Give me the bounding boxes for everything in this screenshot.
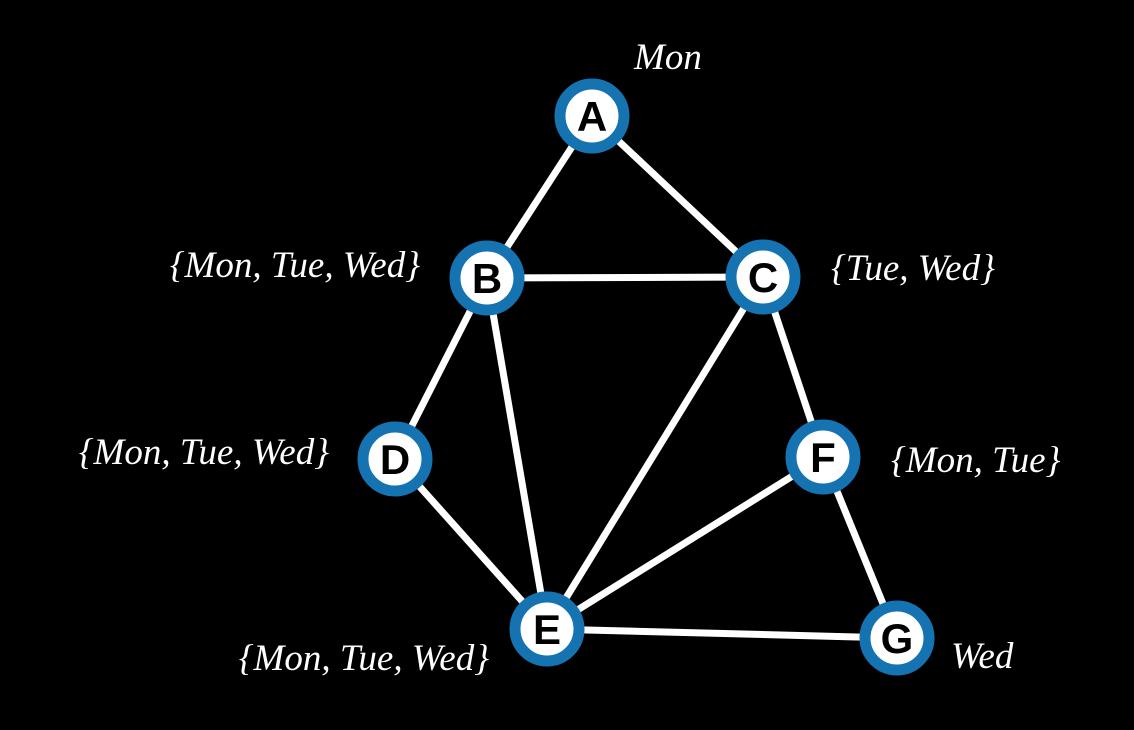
- node-letter-E: E: [533, 606, 561, 653]
- domain-label-E: {Mon, Tue, Wed}: [239, 638, 489, 679]
- node-circle-G: [859, 600, 935, 676]
- domain-label-G: Wed: [951, 636, 1014, 677]
- node-letter-D: D: [380, 436, 410, 483]
- node-letter-G: G: [881, 615, 914, 662]
- node-G: G: [859, 600, 935, 676]
- node-E: E: [509, 591, 585, 667]
- edge-A-C: [588, 112, 767, 281]
- node-D: D: [357, 421, 433, 497]
- node-letter-F: F: [810, 434, 836, 481]
- domain-label-F: {Mon, Tue}: [891, 440, 1061, 481]
- node-F: F: [785, 419, 861, 495]
- node-circle-C: [725, 239, 801, 315]
- edge-B-C: [483, 273, 767, 282]
- node-letter-A: A: [577, 93, 607, 140]
- node-circle-E: [509, 591, 585, 667]
- node-B: B: [449, 240, 525, 316]
- edge-E-G: [543, 625, 901, 642]
- node-circle-F: [785, 419, 861, 495]
- node-circle-D: [357, 421, 433, 497]
- edge-B-E: [483, 274, 551, 633]
- node-A: A: [554, 78, 630, 154]
- node-letter-C: C: [748, 254, 778, 301]
- node-circle-B: [449, 240, 525, 316]
- edge-C-E: [543, 273, 767, 633]
- domain-label-D: {Mon, Tue, Wed}: [79, 432, 329, 473]
- domain-label-B: {Mon, Tue, Wed}: [170, 245, 420, 286]
- node-C: C: [725, 239, 801, 315]
- edge-D-E: [391, 455, 551, 633]
- domain-label-A: Mon: [633, 37, 702, 78]
- node-letter-B: B: [472, 255, 502, 302]
- node-circle-A: [554, 78, 630, 154]
- domain-label-C: {Tue, Wed}: [831, 248, 995, 289]
- edge-E-F: [543, 453, 827, 633]
